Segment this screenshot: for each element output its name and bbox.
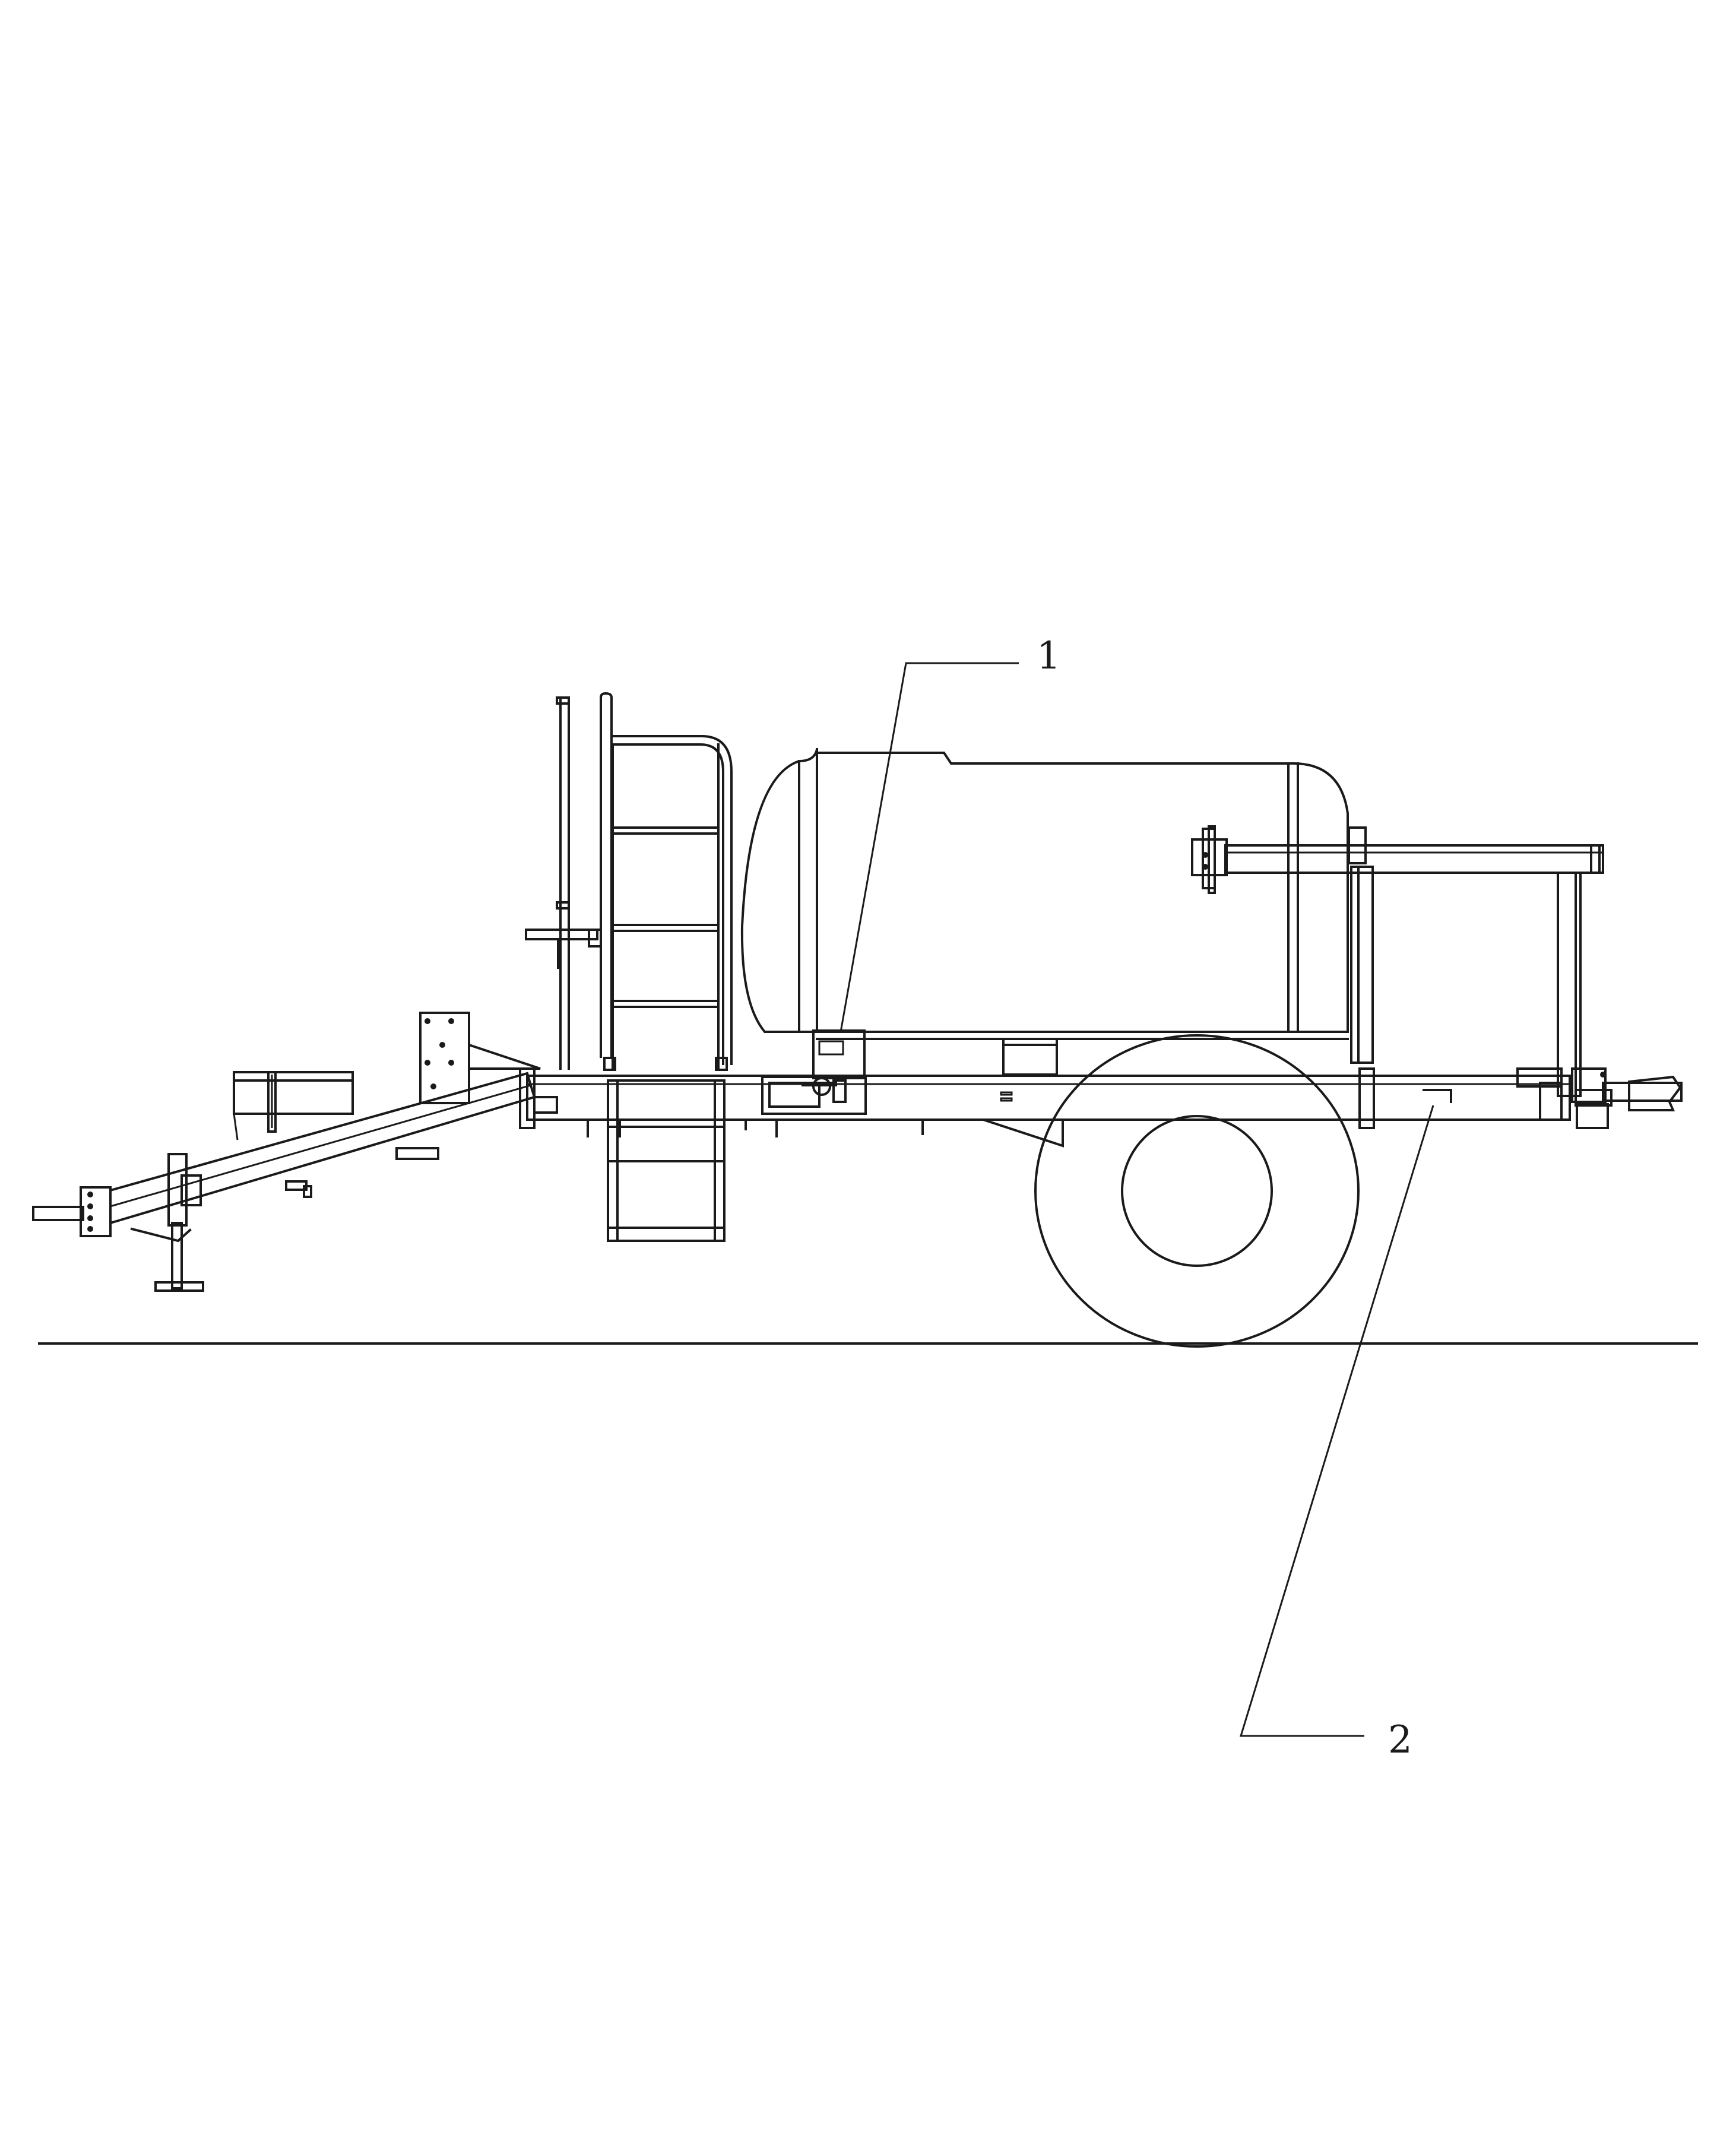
wheel xyxy=(1034,1034,1360,1348)
callout-1: 1 xyxy=(840,634,1061,1032)
callout-1-leader xyxy=(840,662,1019,1032)
callout-2-label: 2 xyxy=(1388,1718,1412,1762)
spray-tank xyxy=(740,748,1349,1076)
callout-2-leader xyxy=(1239,1105,1434,1737)
ladder xyxy=(525,692,733,1242)
callout-2: 2 xyxy=(1239,1105,1434,1762)
rim xyxy=(1121,1115,1273,1267)
pump-bracket xyxy=(761,1029,867,1115)
tongue-assembly xyxy=(32,1072,536,1292)
tire xyxy=(1034,1034,1360,1348)
tongue-mount-plate xyxy=(419,1012,541,1104)
tongue-toolbox xyxy=(233,1071,354,1140)
boom-cradle xyxy=(1191,825,1683,1129)
callout-1-label: 1 xyxy=(1037,634,1061,678)
